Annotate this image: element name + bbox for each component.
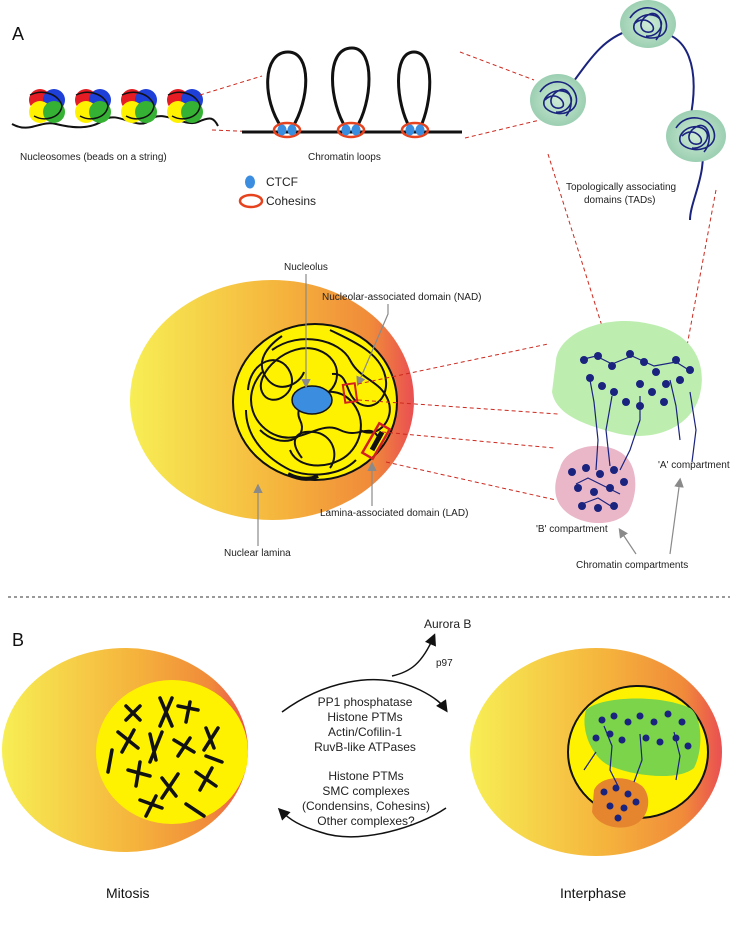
cohesin-legend-swatch xyxy=(238,193,264,209)
cell-mitosis xyxy=(2,648,248,852)
reverse-factor: SMC complexes xyxy=(322,784,409,798)
nucleolus-label: Nucleolus xyxy=(284,262,328,273)
forward-factor: RuvB-like ATPases xyxy=(314,740,416,754)
panel-b-letter: B xyxy=(12,630,24,650)
forward-factor: PP1 phosphatase xyxy=(318,695,413,709)
mitosis-to-interphase-arrow xyxy=(281,678,448,713)
nad-pointer xyxy=(356,304,389,387)
interphase-b-clusters xyxy=(600,784,640,822)
nad-box xyxy=(341,382,359,404)
compartments-diagram xyxy=(552,321,702,524)
mitosis-label: Mitosis xyxy=(106,885,150,901)
legend: CTCF Cohesins xyxy=(238,175,316,209)
tad-domain xyxy=(666,110,726,162)
cohesin-legend-label: Cohesins xyxy=(266,194,316,208)
interphase-a-clusters xyxy=(592,710,692,750)
tads-label-line1: Topologically associating xyxy=(566,182,676,193)
b-compartment-label: 'B' compartment xyxy=(536,524,608,535)
nucleosome-bead xyxy=(75,89,111,123)
a-compartment-clusters xyxy=(580,350,694,410)
reverse-factor: (Condensins, Cohesins) xyxy=(302,799,430,813)
p97-label: p97 xyxy=(436,658,453,669)
zoom-connector xyxy=(464,119,541,139)
zoom-connector xyxy=(459,51,535,81)
cohesin-ring xyxy=(400,121,430,139)
reverse-factor: Other complexes? xyxy=(317,814,415,828)
nucleosomes-label: Nucleosomes (beads on a string) xyxy=(20,152,167,163)
interphase-to-mitosis-arrow xyxy=(277,807,447,838)
interphase-label: Interphase xyxy=(560,885,626,901)
tads-label-line2: domains (TADs) xyxy=(584,195,656,206)
a-compartment-label: 'A' compartment xyxy=(658,460,730,471)
forward-factor: Actin/Cofilin-1 xyxy=(328,725,402,739)
zoom-connector xyxy=(381,431,555,449)
nucleus-chromatin xyxy=(245,329,391,476)
panel-a-letter: A xyxy=(12,24,24,44)
tad-domain xyxy=(620,0,676,48)
reverse-factor-list: Histone PTMs SMC complexes (Condensins, … xyxy=(302,769,430,828)
tad-domain xyxy=(530,74,586,126)
lad-contact xyxy=(369,430,385,452)
aurora-b-label: Aurora B xyxy=(424,617,471,631)
forward-factor-list: PP1 phosphatase Histone PTMs Actin/Cofil… xyxy=(314,695,416,754)
nad-label: Nucleolar-associated domain (NAD) xyxy=(322,292,482,303)
compartments-label: Chromatin compartments xyxy=(576,560,688,571)
zoom-connector xyxy=(199,75,263,96)
compartments-pointer-a xyxy=(669,477,684,555)
cohesin-ring xyxy=(272,121,302,139)
a-compartment-region xyxy=(552,321,702,436)
ctcf-legend-label: CTCF xyxy=(266,175,298,189)
reverse-factor: Histone PTMs xyxy=(328,769,403,783)
lad-label: Lamina-associated domain (LAD) xyxy=(320,508,468,519)
tads-diagram xyxy=(530,0,726,221)
cell-panel-a xyxy=(130,280,414,520)
chromatin-loops-diagram xyxy=(242,46,462,139)
chromatin-loops-label: Chromatin loops xyxy=(308,152,381,163)
aurora-branch-arrow xyxy=(391,633,436,677)
compartments-pointer-b xyxy=(618,528,637,555)
zoom-connector xyxy=(211,129,263,133)
lamina-contact xyxy=(287,472,319,481)
b-compartment-clusters xyxy=(568,464,628,512)
mitotic-chromosomes xyxy=(106,696,224,818)
lamina-label: Nuclear lamina xyxy=(224,548,291,559)
nucleolus xyxy=(291,385,333,415)
nucleosome-bead xyxy=(167,89,203,123)
forward-factor: Histone PTMs xyxy=(327,710,402,724)
zoom-connector xyxy=(357,343,549,385)
nucleosome-bead xyxy=(29,89,65,123)
zoom-connector xyxy=(385,461,557,501)
zoom-connector xyxy=(357,399,559,415)
cell-interphase xyxy=(470,648,722,856)
ctcf-legend-swatch xyxy=(245,175,255,189)
cohesin-ring xyxy=(336,121,366,139)
lad-box xyxy=(360,421,392,461)
zoom-connector xyxy=(683,189,717,363)
nucleosomes-diagram xyxy=(11,89,219,129)
nucleosome-bead xyxy=(121,89,157,123)
